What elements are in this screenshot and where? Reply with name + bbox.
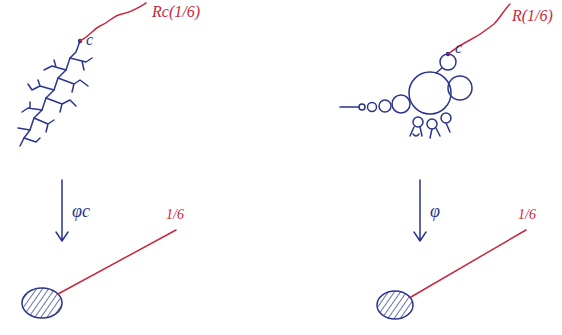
- external-ray: [58, 230, 176, 294]
- julia-loop: [392, 95, 410, 113]
- ray-label: Rc(1/6): [152, 4, 200, 20]
- julia-loop: [409, 72, 451, 114]
- dendrite-branch: [58, 78, 88, 92]
- angle-label: 1/6: [166, 208, 184, 222]
- external-ray: [411, 230, 526, 297]
- angle-label: 1/6: [518, 208, 536, 222]
- julia-filaments: [410, 123, 450, 138]
- dendrite-branch: [70, 58, 92, 70]
- dendrite-branch: [46, 98, 76, 112]
- map-label: φ: [430, 202, 440, 220]
- hatched-disk: [22, 288, 62, 318]
- julia-stem: [340, 68, 442, 107]
- map-label: φc: [72, 202, 90, 220]
- dendrite-branch: [28, 80, 54, 90]
- julia-loop: [359, 104, 365, 110]
- hatched-disk: [377, 291, 413, 319]
- julia-loop: [441, 113, 451, 123]
- point-label: c: [86, 32, 93, 48]
- julia-loop: [379, 100, 391, 112]
- julia-loop: [448, 76, 472, 100]
- dendrite-branch: [18, 128, 40, 142]
- dendrite-branch: [44, 60, 66, 70]
- map-arrow: [56, 180, 68, 241]
- julia-loop: [413, 117, 423, 127]
- dendrite-branch: [34, 118, 54, 132]
- dendrite-branch: [22, 102, 42, 112]
- map-arrow: [414, 180, 426, 241]
- julia-loop: [368, 103, 377, 112]
- point-label: c: [455, 40, 462, 56]
- ray-label: R(1/6): [512, 8, 553, 24]
